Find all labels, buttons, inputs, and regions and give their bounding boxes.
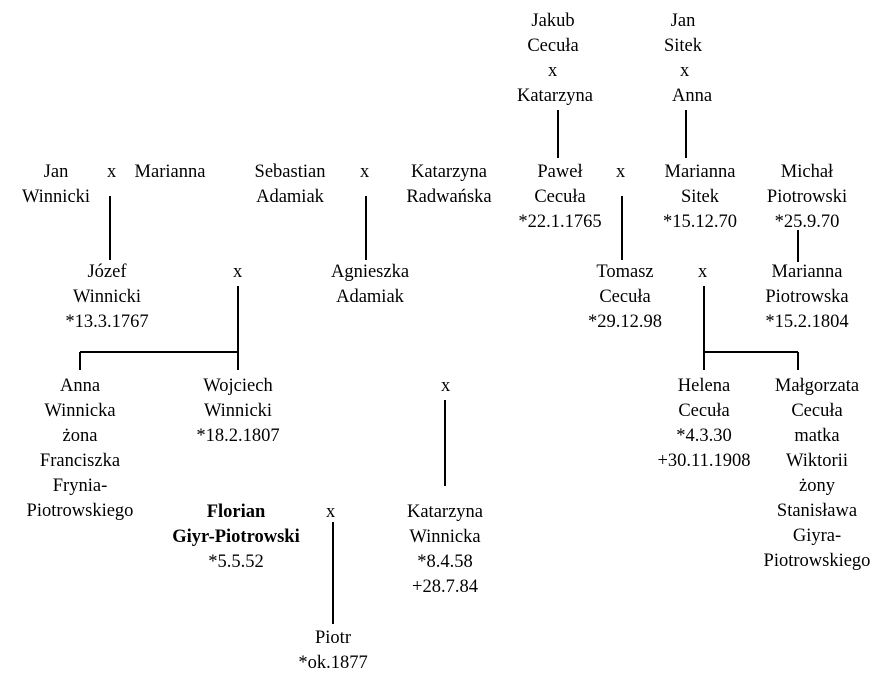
person-name-line: Anna bbox=[671, 86, 713, 106]
person-name-line: Marianna bbox=[134, 162, 206, 182]
person-name-line: Giyr-Piotrowski bbox=[172, 527, 300, 547]
person-name-line: +28.7.84 bbox=[412, 577, 478, 597]
person-name-line: *25.9.70 bbox=[774, 212, 840, 232]
person-name-line: Marianna bbox=[771, 262, 843, 282]
person-name-line: Adamiak bbox=[256, 187, 324, 207]
marriage-symbol: x bbox=[441, 376, 451, 396]
person-name-line: Michał bbox=[780, 162, 834, 182]
person-name-line: Stanisława bbox=[776, 501, 858, 521]
person-name-line: *18.2.1807 bbox=[196, 426, 280, 446]
person-name-line: Cecuła bbox=[791, 401, 843, 421]
person-name-line: Helena bbox=[677, 376, 731, 396]
person-name-line: *13.3.1767 bbox=[65, 312, 149, 332]
person-name-line: Radwańska bbox=[406, 187, 492, 207]
person-name-line: *ok.1877 bbox=[298, 653, 368, 673]
person-name-line: Małgorzata bbox=[774, 376, 860, 396]
person-name-line: Tomasz bbox=[596, 262, 654, 282]
person-name-line: +30.11.1908 bbox=[657, 451, 751, 471]
person-name-line: Piotrowski bbox=[766, 187, 848, 207]
person-name-line: żony bbox=[799, 476, 835, 496]
person-name-line: *15.12.70 bbox=[663, 212, 737, 232]
person-name-line: Jakub bbox=[531, 11, 575, 31]
person-name-line: Franciszka bbox=[39, 451, 121, 471]
person-name-line: Winnicka bbox=[44, 401, 116, 421]
person-name-line: Anna bbox=[59, 376, 101, 396]
person-name-line: Cecuła bbox=[599, 287, 651, 307]
marriage-symbol: x bbox=[233, 262, 243, 282]
person-name-line: *29.12.98 bbox=[588, 312, 662, 332]
person-marianna-winnicka: Marianna bbox=[122, 160, 218, 185]
person-name-line: Sitek bbox=[663, 36, 703, 56]
person-name-line: Jan bbox=[670, 11, 696, 31]
marriage-symbol: x bbox=[680, 61, 690, 81]
marriage-symbol: x bbox=[360, 162, 370, 182]
person-name-line: Winnicki bbox=[72, 287, 142, 307]
person-name-line: Cecuła bbox=[527, 36, 579, 56]
person-name-line: matka bbox=[794, 426, 840, 446]
person-name-line: Adamiak bbox=[336, 287, 404, 307]
person-katarzyna: Katarzyna bbox=[505, 84, 605, 109]
person-name-line: Frynia- bbox=[52, 476, 108, 496]
person-name-line: Sitek bbox=[680, 187, 720, 207]
person-anna: Anna bbox=[662, 84, 722, 109]
person-name-line: Giyra- bbox=[792, 526, 842, 546]
person-name-line: Katarzyna bbox=[516, 86, 593, 106]
person-name-line: Piotrowska bbox=[765, 287, 849, 307]
person-name-line: Agnieszka bbox=[330, 262, 410, 282]
person-name-line: *8.4.58 bbox=[417, 552, 473, 572]
person-name-line: Wiktorii bbox=[786, 451, 848, 471]
person-name-line: *22.1.1765 bbox=[518, 212, 602, 232]
person-name-line: *5.5.52 bbox=[208, 552, 264, 572]
person-name-line: Katarzyna bbox=[410, 162, 487, 182]
marriage-symbol: x bbox=[548, 61, 558, 81]
person-name-line: Piotrowskiego bbox=[26, 501, 134, 521]
person-name-line: Paweł bbox=[537, 162, 583, 182]
person-name-line: *15.2.1804 bbox=[765, 312, 849, 332]
person-name-line: Winnicki bbox=[21, 187, 91, 207]
person-name-line: żona bbox=[62, 426, 98, 446]
person-name-line: *4.3.30 bbox=[676, 426, 732, 446]
person-name-line: Winnicka bbox=[409, 527, 481, 547]
person-name-line: Jan bbox=[43, 162, 69, 182]
marriage-symbol: x bbox=[326, 502, 336, 522]
person-name-line: Wojciech bbox=[203, 376, 273, 396]
person-piotr: Piotr *ok.1877 bbox=[286, 626, 380, 676]
person-name-line: Piotr bbox=[315, 628, 351, 648]
person-name-line: Winnicki bbox=[203, 401, 273, 421]
marriage-symbol: x bbox=[107, 162, 117, 182]
person-name-line: Florian bbox=[206, 502, 266, 522]
person-name-line: Marianna bbox=[664, 162, 736, 182]
marriage-symbol: x bbox=[616, 162, 626, 182]
person-name-line: Katarzyna bbox=[406, 502, 483, 522]
person-name-line: Cecuła bbox=[534, 187, 586, 207]
marriage-symbol: x bbox=[698, 262, 708, 282]
person-name-line: Sebastian bbox=[254, 162, 326, 182]
person-name-line: Piotrowskiego bbox=[763, 551, 871, 571]
person-name-line: Cecuła bbox=[678, 401, 730, 421]
person-name-line: Józef bbox=[87, 262, 127, 282]
